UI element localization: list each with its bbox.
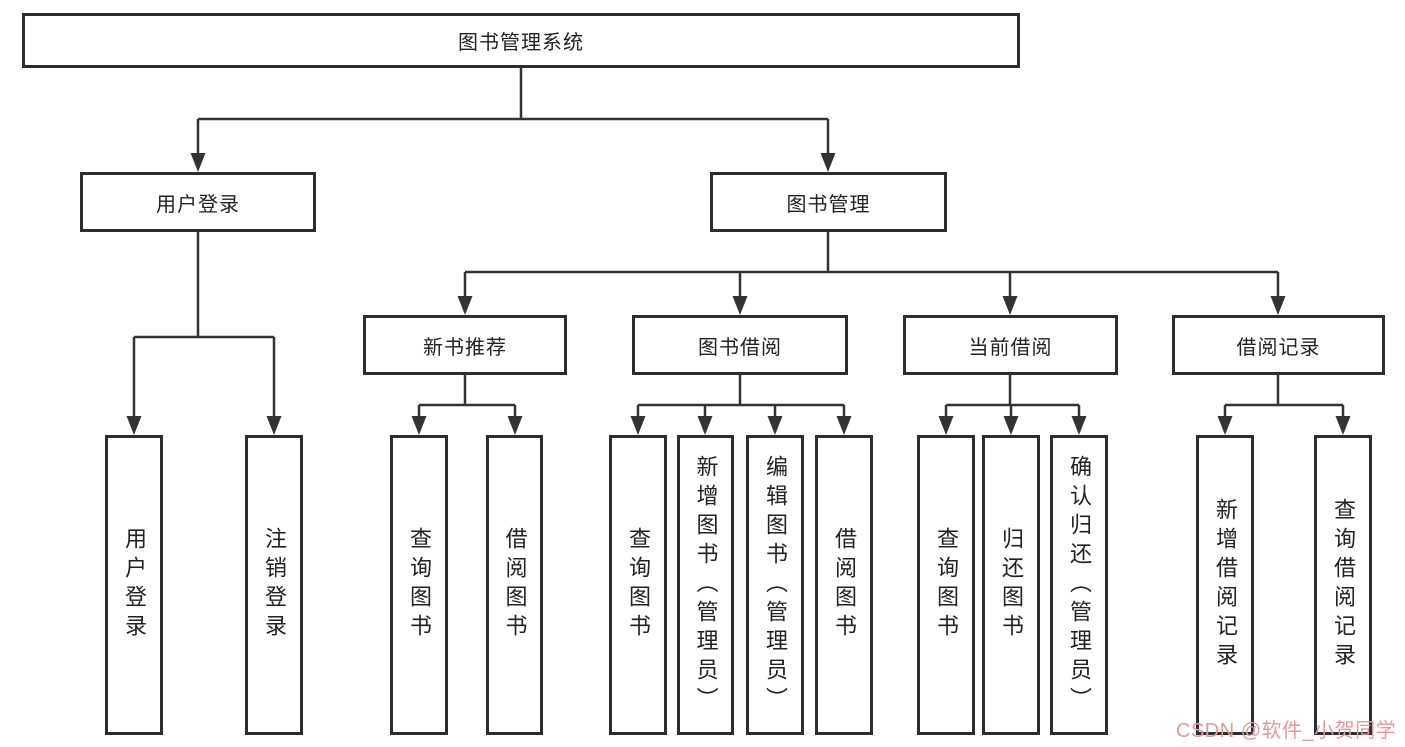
arrow-down-icon: [1002, 296, 1018, 315]
arrow-down-icon: [820, 153, 836, 172]
node-label: 归还图书: [999, 527, 1024, 643]
arrow-down-icon: [732, 296, 748, 315]
node-label: 查询图书: [407, 527, 432, 643]
node-query-books-borrowing: 查询图书: [609, 435, 667, 735]
node-confirm-return-admin: 确认归还（管理员）: [1050, 435, 1108, 735]
node-user-login-leaf: 用户登录: [105, 435, 163, 735]
arrow-down-icon: [1003, 416, 1019, 435]
arrow-down-icon: [767, 416, 783, 435]
arrow-down-icon: [457, 296, 473, 315]
node-label: 新增借阅记录: [1213, 498, 1238, 672]
node-logout: 注销登录: [245, 435, 303, 735]
node-query-books-recommend: 查询图书: [390, 435, 448, 735]
node-label: 用户登录: [156, 193, 240, 216]
node-label: 新书推荐: [423, 336, 507, 359]
node-borrow-books-recommend: 借阅图书: [486, 435, 543, 735]
node-label: 查询图书: [934, 527, 959, 643]
node-new-book-recommendation: 新书推荐: [363, 315, 567, 375]
node-label: 当前借阅: [968, 336, 1053, 359]
arrow-down-icon: [507, 416, 523, 435]
node-label: 借阅图书: [502, 527, 528, 643]
node-label: 图书借阅: [698, 336, 782, 359]
node-label: 确认归还（管理员）: [1067, 454, 1092, 716]
node-return-books: 归还图书: [982, 435, 1040, 735]
node-add-books-admin: 新增图书（管理员）: [677, 435, 734, 735]
node-query-books-current: 查询图书: [917, 435, 975, 735]
node-query-borrow-record: 查询借阅记录: [1314, 435, 1372, 735]
node-label: 图书管理: [786, 193, 871, 216]
arrow-down-icon: [190, 153, 206, 172]
node-add-borrow-record: 新增借阅记录: [1196, 435, 1254, 735]
node-label: 编辑图书（管理员）: [763, 454, 788, 716]
node-user-login: 用户登录: [80, 172, 316, 232]
arrow-down-icon: [938, 416, 954, 435]
arrow-down-icon: [126, 416, 142, 435]
arrow-down-icon: [1071, 416, 1087, 435]
node-system-root: 图书管理系统: [22, 13, 1020, 68]
arrow-down-icon: [411, 416, 427, 435]
node-label: 借阅图书: [832, 527, 857, 643]
node-borrow-books-leaf: 借阅图书: [815, 435, 873, 735]
arrow-down-icon: [1217, 416, 1233, 435]
node-edit-books-admin: 编辑图书（管理员）: [746, 435, 804, 735]
arrow-down-icon: [697, 416, 713, 435]
arrow-down-icon: [836, 416, 852, 435]
arrow-down-icon: [1270, 296, 1286, 315]
node-label: 借阅记录: [1236, 336, 1321, 359]
node-book-borrowing: 图书借阅: [632, 315, 848, 375]
node-current-borrowing: 当前借阅: [903, 315, 1118, 375]
csdn-watermark: CSDN @软件_小贺同学: [1176, 720, 1397, 742]
node-borrowing-records: 借阅记录: [1172, 315, 1385, 375]
node-label: 注销登录: [262, 527, 287, 643]
arrow-down-icon: [1335, 416, 1351, 435]
node-label: 查询图书: [626, 527, 651, 643]
node-label: 查询借阅记录: [1331, 498, 1356, 672]
node-label: 图书管理系统: [458, 32, 584, 54]
node-book-management: 图书管理: [710, 172, 947, 232]
node-label: 新增图书（管理员）: [693, 454, 719, 716]
arrow-down-icon: [630, 416, 646, 435]
node-label: 用户登录: [122, 527, 147, 643]
arrow-down-icon: [266, 416, 282, 435]
